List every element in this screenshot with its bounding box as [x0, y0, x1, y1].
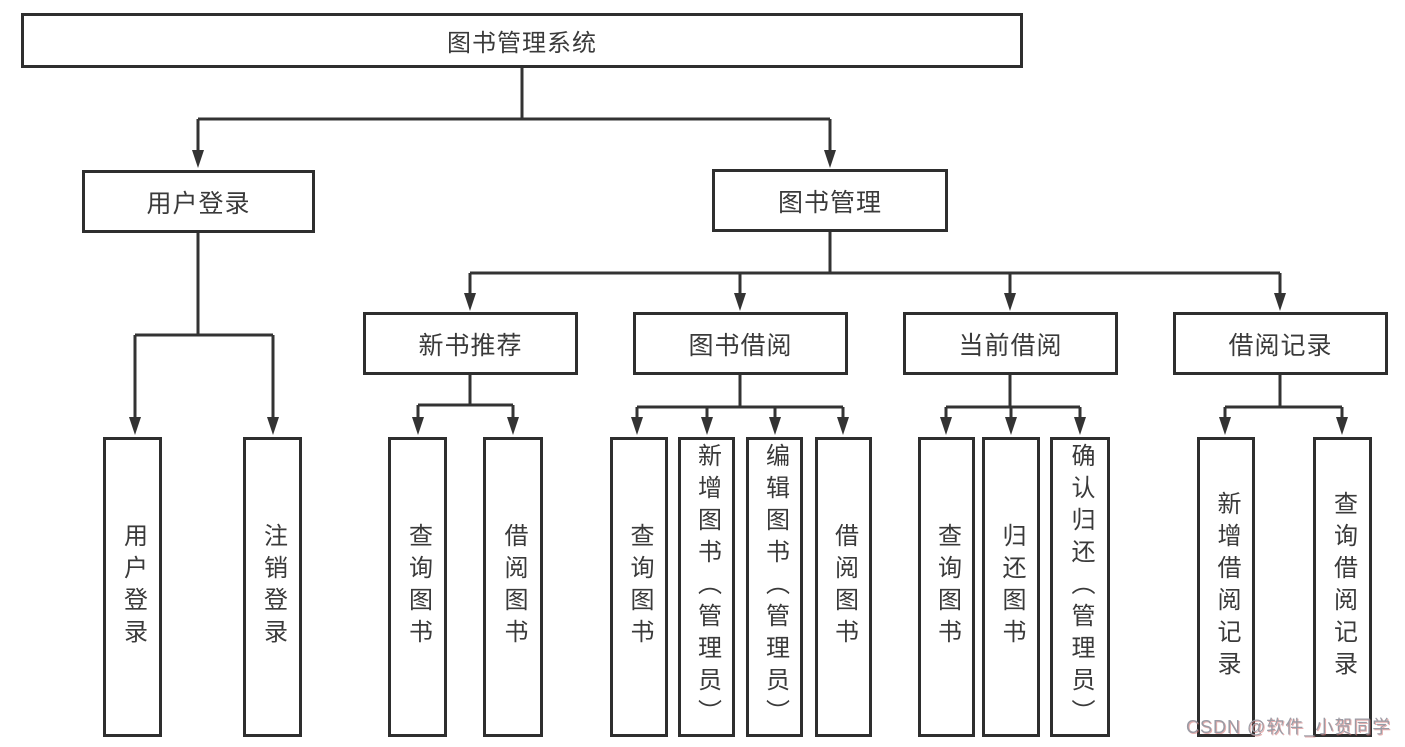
node-label: 查询借阅记录 [1329, 491, 1357, 683]
arrowhead [1274, 293, 1286, 311]
leaf-query-books-borrow: 查询图书 [610, 437, 668, 737]
leaf-query-borrow-record: 查询借阅记录 [1313, 437, 1372, 737]
arrowhead [769, 417, 781, 435]
arrowhead [837, 417, 849, 435]
arrowhead [701, 417, 713, 435]
leaf-user-login: 用户登录 [103, 437, 162, 737]
node-label: 借阅图书 [500, 523, 527, 651]
arrowhead [267, 417, 279, 435]
node-label: 当前借阅 [958, 331, 1063, 360]
connector-new-book-to-leaves [412, 375, 519, 435]
arrowhead [192, 150, 204, 168]
node-book-borrow: 图书借阅 [633, 312, 848, 375]
arrowhead [734, 293, 746, 311]
node-library-system: 图书管理系统 [21, 13, 1023, 68]
leaf-query-books-recommend: 查询图书 [388, 437, 447, 737]
node-current-borrow: 当前借阅 [903, 312, 1118, 375]
arrowhead [1004, 293, 1016, 311]
node-label: 新增借阅记录 [1213, 491, 1240, 683]
node-new-book-recommend: 新书推荐 [363, 312, 578, 375]
arrowhead [464, 293, 476, 311]
node-label: 图书借阅 [688, 331, 793, 360]
node-label: 新书推荐 [418, 331, 523, 360]
connector-current-borrow-to-leaves [940, 375, 1086, 435]
node-label: 借阅图书 [830, 523, 858, 651]
arrowhead [940, 417, 952, 435]
node-borrow-records: 借阅记录 [1173, 312, 1388, 375]
node-label: 图书管理系统 [447, 30, 597, 57]
node-label: 用户登录 [119, 523, 147, 651]
connector-book-management-to-level3 [464, 232, 1286, 311]
arrowhead [631, 417, 643, 435]
connector-root-to-level2 [192, 68, 836, 168]
node-label: 编辑图书（管理员） [761, 443, 789, 731]
node-label: 新增图书（管理员） [693, 443, 721, 731]
node-label: 注销登录 [259, 523, 287, 651]
connector-borrow-records-to-leaves [1219, 375, 1348, 435]
connector-book-borrow-to-leaves [631, 375, 849, 435]
leaf-query-books-current: 查询图书 [918, 437, 975, 737]
node-label: 用户登录 [146, 189, 251, 218]
arrowhead [824, 150, 836, 168]
node-label: 图书管理 [777, 188, 882, 217]
arrowhead [507, 417, 519, 435]
arrowhead [1219, 417, 1231, 435]
node-label: 归还图书 [998, 523, 1025, 651]
leaf-confirm-return-admin: 确认归还（管理员） [1050, 437, 1110, 737]
node-label: 查询图书 [404, 523, 432, 651]
leaf-edit-book-admin: 编辑图书（管理员） [746, 437, 803, 737]
arrowhead [412, 417, 424, 435]
leaf-add-book-admin: 新增图书（管理员） [678, 437, 735, 737]
leaf-borrow-books: 借阅图书 [815, 437, 872, 737]
node-user-login: 用户登录 [82, 170, 315, 233]
csdn-watermark: CSDN @软件_小贺同学 [1186, 717, 1392, 737]
arrowhead [1005, 417, 1017, 435]
node-label: 确认归还（管理员） [1067, 443, 1094, 731]
leaf-return-book: 归还图书 [982, 437, 1040, 737]
connector-user-login-to-leaves [129, 233, 279, 435]
arrowhead [1336, 417, 1348, 435]
arrowhead [129, 417, 141, 435]
node-label: 查询图书 [626, 523, 653, 651]
leaf-borrow-books-recommend: 借阅图书 [483, 437, 543, 737]
node-book-management: 图书管理 [712, 169, 948, 232]
node-label: 借阅记录 [1228, 331, 1333, 360]
node-label: 查询图书 [933, 523, 961, 651]
leaf-logout: 注销登录 [243, 437, 302, 737]
arrowhead [1074, 417, 1086, 435]
leaf-add-borrow-record: 新增借阅记录 [1197, 437, 1255, 737]
